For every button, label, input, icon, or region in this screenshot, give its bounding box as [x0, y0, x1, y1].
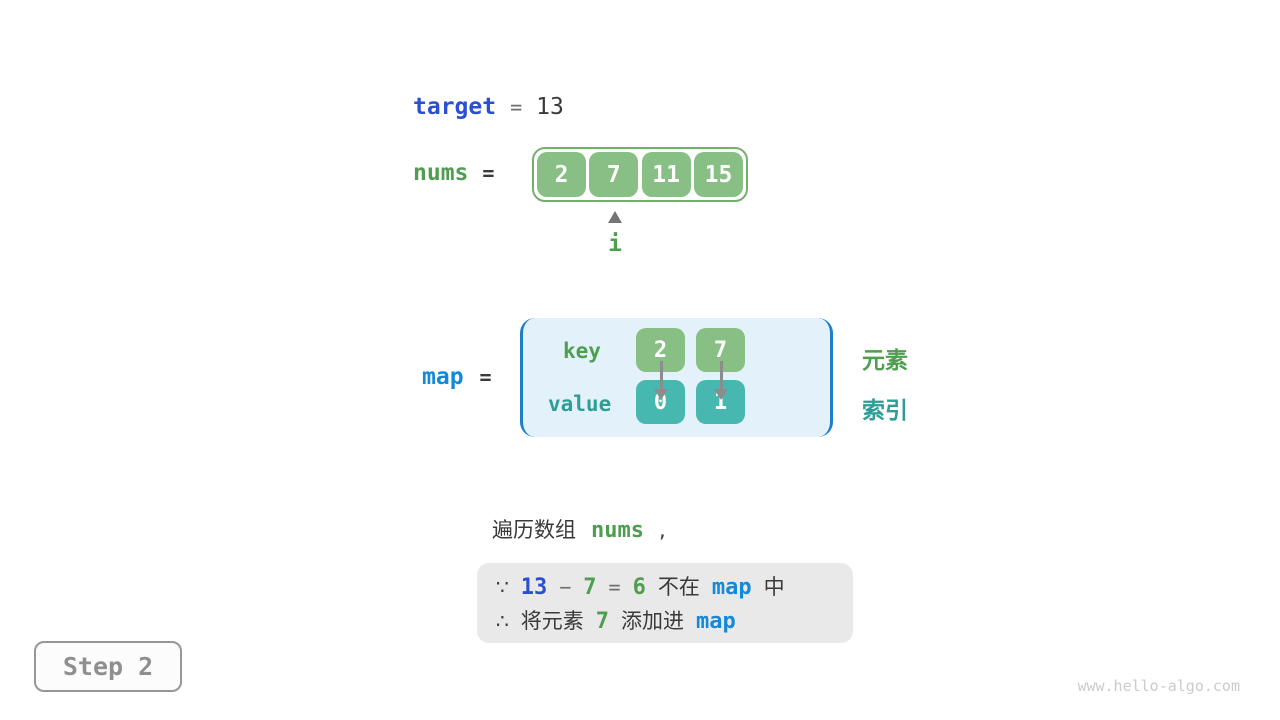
- map-equals-sign: =: [479, 365, 492, 389]
- add-suffix-text: 添加进: [620, 609, 684, 633]
- step-badge: Step 2: [34, 641, 182, 692]
- nums-variable: nums: [413, 160, 469, 186]
- element-number: 7: [595, 609, 609, 634]
- in-suffix-text: 中: [763, 575, 785, 599]
- watermark: www.hello-algo.com: [1077, 677, 1240, 695]
- reasoning-line-2: ∴ 将元素 7 添加进 map: [496, 605, 853, 639]
- target-value: 13: [536, 94, 564, 120]
- pointer-up-arrow-icon: [608, 211, 622, 223]
- pointer-index-label: i: [608, 231, 622, 257]
- target-number: 13: [520, 575, 548, 600]
- map-label-row: map =: [422, 364, 492, 390]
- array-cell: 11: [641, 152, 691, 197]
- map-value-label: value: [548, 392, 612, 416]
- nums-equals-sign: =: [482, 161, 495, 185]
- element-label: 元素: [862, 348, 908, 374]
- therefore-symbol: ∴: [496, 609, 509, 633]
- nums-array: 2 7 11 15: [532, 147, 748, 202]
- map-key-label: key: [563, 339, 601, 363]
- target-row: target = 13: [413, 94, 564, 120]
- reasoning-box: ∵ 13 − 7 = 6 不在 map 中 ∴ 将元素 7 添加进 map: [477, 563, 853, 643]
- step-badge-label: Step 2: [62, 652, 154, 681]
- equals-sign: =: [608, 575, 621, 599]
- array-cell: 15: [693, 152, 743, 197]
- map-code: map: [711, 575, 752, 600]
- caption-comma: ,: [658, 518, 666, 542]
- map-panel: key value 2 7 0 1: [520, 318, 833, 437]
- array-cell: 2: [537, 152, 586, 197]
- map-code: map: [695, 609, 736, 634]
- key-to-value-arrow-down-icon: [713, 361, 729, 401]
- caption-nums-code: nums: [591, 518, 644, 543]
- not-in-text: 不在: [657, 575, 700, 599]
- nums-label-row: nums =: [413, 160, 494, 186]
- caption-row: 遍历数组 nums ,: [492, 514, 666, 544]
- minus-sign: −: [559, 575, 572, 599]
- add-prefix-text: 将元素: [520, 609, 584, 633]
- target-equals-sign: =: [510, 95, 523, 119]
- difference-number: 6: [632, 575, 646, 600]
- caption-text: 遍历数组: [492, 518, 576, 542]
- because-symbol: ∵: [496, 575, 509, 599]
- map-variable: map: [422, 364, 464, 390]
- key-to-value-arrow-down-icon: [653, 361, 669, 401]
- array-cell: 7: [589, 152, 639, 197]
- element-number: 7: [583, 575, 597, 600]
- target-variable: target: [413, 94, 497, 120]
- index-label: 索引: [862, 398, 908, 424]
- reasoning-line-1: ∵ 13 − 7 = 6 不在 map 中: [496, 571, 853, 605]
